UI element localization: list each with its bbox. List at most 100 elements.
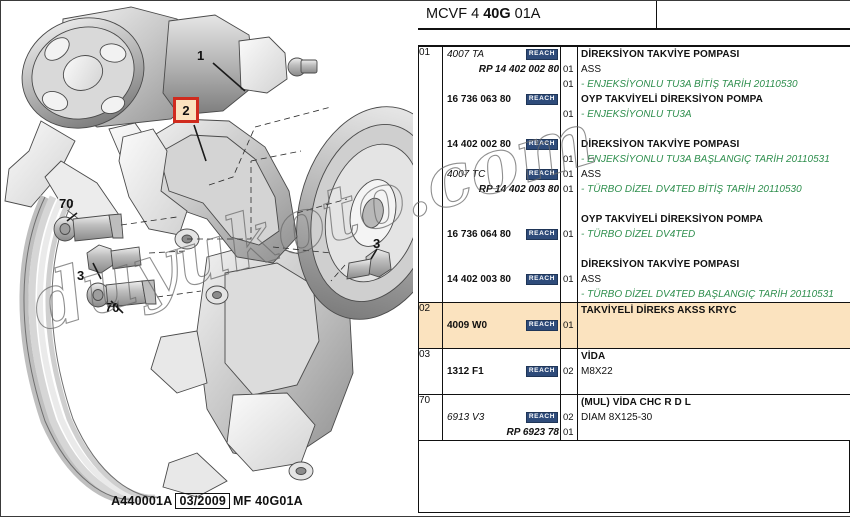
illustration-drawing — [1, 1, 413, 516]
part-reference-line — [443, 107, 560, 122]
caption-date: 03/2009 — [175, 493, 230, 509]
part-reference-line: 6913 V3 REACH — [443, 410, 560, 425]
description-text: ASS — [578, 167, 850, 182]
description-title: OYP TAKVİYELİ DİREKSİYON POMPA — [578, 92, 850, 107]
drive-belt — [24, 197, 159, 499]
catalogue-header: MCVF 4 40G 01A — [418, 1, 850, 30]
part-reference-line — [443, 303, 560, 318]
reach-badge[interactable]: REACH — [526, 320, 558, 331]
part-reference-line — [443, 242, 560, 257]
reach-badge[interactable]: REACH — [526, 49, 558, 60]
reach-badge[interactable]: REACH — [526, 229, 558, 240]
part-reference-line — [443, 197, 560, 212]
part-reference-line: RP 6923 78 — [443, 425, 560, 440]
pump-support-shield — [119, 119, 297, 263]
description-note: - ENJEKSİYONLU TU3A — [578, 107, 850, 122]
part-number: 4007 TA — [447, 49, 484, 60]
quantity-value — [561, 379, 577, 394]
part-number: 14 402 003 80 — [447, 274, 511, 285]
part-number: 1312 F1 — [447, 366, 484, 377]
quantity-value: 01 — [561, 62, 577, 77]
quantity-value — [561, 137, 577, 152]
description-note: - ENJEKSİYONLU TU3A BAŞLANGIÇ TARİH 2011… — [578, 152, 850, 167]
table-tail-row — [418, 441, 850, 513]
reach-badge[interactable]: REACH — [526, 274, 558, 285]
row-index: 02 — [419, 303, 443, 349]
description-title: DİREKSİYON TAKVİYE POMPASI — [578, 137, 850, 152]
table-row[interactable]: 01 4007 TA REACH RP 14 402 002 80 16 736 063… — [419, 47, 850, 303]
callout-70-upper: 70 — [59, 197, 73, 210]
part-reference-line: 14 402 003 80 REACH — [443, 272, 560, 287]
part-reference-line — [443, 379, 560, 394]
quantity-value — [561, 47, 577, 62]
description-text: M8X22 — [578, 364, 850, 379]
quantity-value: 01 — [561, 182, 577, 197]
callout-3-left: 3 — [77, 269, 84, 282]
reach-badge[interactable]: REACH — [526, 412, 558, 423]
callout-3-right: 3 — [373, 237, 380, 250]
quantity-value — [561, 197, 577, 212]
part-number: RP 6923 78 — [507, 427, 559, 438]
quantity-value — [561, 212, 577, 227]
description-text: ASS — [578, 272, 850, 287]
description-text — [578, 333, 850, 348]
description-title: OYP TAKVİYELİ DİREKSİYON POMPA — [578, 212, 850, 227]
quantity-value — [561, 257, 577, 272]
reach-badge[interactable]: REACH — [526, 169, 558, 180]
part-reference-line — [443, 287, 560, 302]
reach-badge[interactable]: REACH — [526, 366, 558, 377]
quantity-value: 01 — [561, 318, 577, 333]
code-group: 40G — [483, 6, 510, 22]
part-reference-line — [443, 212, 560, 227]
part-reference-line — [443, 122, 560, 137]
quantity-value — [561, 92, 577, 107]
quantity-value: 02 — [561, 410, 577, 425]
part-reference-line: 16 736 063 80 REACH — [443, 92, 560, 107]
quantity-value: 01 — [561, 77, 577, 92]
description-note: - TÜRBO DİZEL DV4TED BİTİŞ TARİH 2011053… — [578, 182, 850, 197]
quantity-value — [561, 333, 577, 348]
part-reference-line: 4007 TA REACH — [443, 47, 560, 62]
part-reference-line — [443, 257, 560, 272]
parts-table: 01 4007 TA REACH RP 14 402 002 80 16 736 063… — [418, 46, 850, 441]
reach-badge[interactable]: REACH — [526, 94, 558, 105]
caption-sheet: MF 40G01A — [233, 494, 303, 508]
reach-badge[interactable]: REACH — [526, 139, 558, 150]
quantity-value — [561, 395, 577, 410]
description-text — [578, 425, 850, 440]
description-title: (MUL) VİDA CHC R D L — [578, 395, 850, 410]
description-text: DIAM 8X125-30 — [578, 410, 850, 425]
description-text — [578, 197, 850, 212]
part-number: RP 14 402 002 80 — [479, 64, 559, 75]
part-number: 16 736 063 80 — [447, 94, 511, 105]
description-title: DİREKSİYON TAKVİYE POMPASI — [578, 47, 850, 62]
quantity-value: 01 — [561, 152, 577, 167]
callout-2-highlighted[interactable]: 2 — [173, 97, 199, 123]
callout-70-lower: 70 — [105, 301, 119, 314]
description-title: VİDA — [578, 349, 850, 364]
header-divider — [656, 1, 657, 30]
part-reference-line: 1312 F1 REACH — [443, 364, 560, 379]
bolt-upper-70 — [54, 214, 123, 241]
part-reference-line: RP 14 402 003 80 — [443, 182, 560, 197]
quantity-value: 01 — [561, 272, 577, 287]
quantity-value — [561, 242, 577, 257]
catalogue-code: MCVF 4 40G 01A — [426, 6, 540, 22]
part-reference-line — [443, 349, 560, 364]
part-reference-line — [443, 152, 560, 167]
bolt-lower-70 — [87, 280, 156, 307]
part-number: 6913 V3 — [447, 412, 484, 423]
